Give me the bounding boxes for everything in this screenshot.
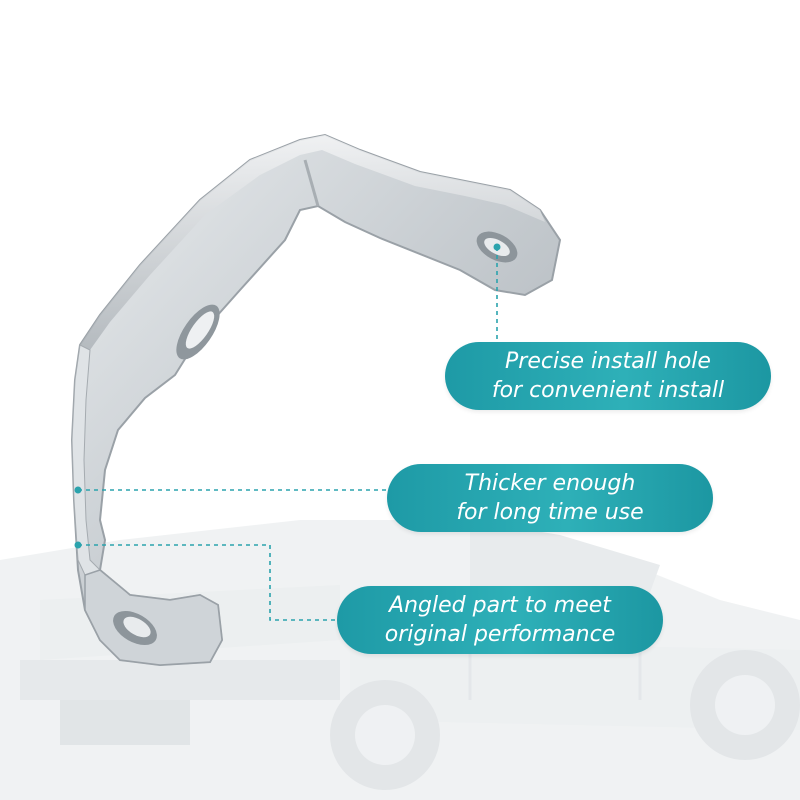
leader-lines: [78, 247, 498, 621]
callout-angled-part-line2: original performance: [384, 622, 616, 647]
install-hole-middle-icon: [176, 304, 220, 360]
leader-dots: [74, 243, 501, 549]
callout-thickness-line1: Thicker enough: [464, 471, 636, 496]
callout-thickness-line2: for long time use: [456, 500, 644, 525]
install-hole-bottom-icon: [113, 610, 157, 646]
callout-thickness: Thicker enough for long time use: [387, 464, 713, 532]
callout-install-hole-line2: for convenient install: [491, 378, 725, 403]
leader-line-angled-part: [78, 544, 338, 621]
callout-angled-part-line1: Angled part to meet: [389, 593, 611, 618]
callout-install-hole: Precise install hole for convenient inst…: [445, 342, 771, 410]
callout-install-hole-line1: Precise install hole: [505, 349, 711, 374]
bracket: [70, 133, 562, 667]
callout-angled-part: Angled part to meet original performance: [337, 586, 663, 654]
